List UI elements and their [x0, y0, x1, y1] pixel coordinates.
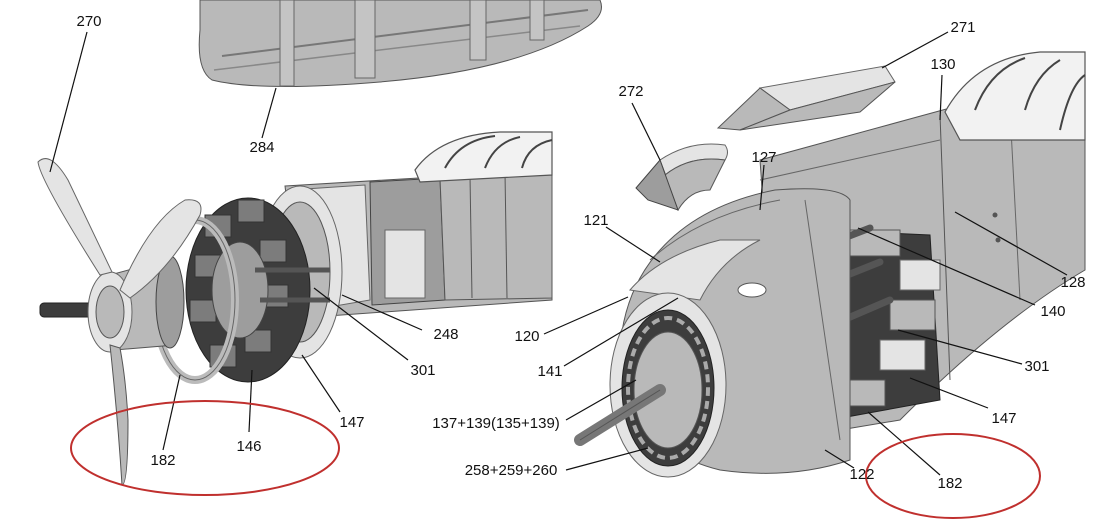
- highlight-oval-right: [865, 433, 1041, 519]
- right-cowl-front: [574, 292, 727, 478]
- callout-141: 141: [537, 363, 562, 380]
- callout-137-139: 137+139(135+139): [432, 415, 560, 432]
- callout-272: 272: [618, 83, 643, 100]
- left-canopy: [414, 131, 553, 183]
- callout-122: 122: [849, 466, 874, 483]
- wing-panel-part: [198, 0, 602, 88]
- callout-120: 120: [514, 328, 539, 345]
- callout-301-right: 301: [1024, 358, 1049, 375]
- callout-284: 284: [249, 139, 274, 156]
- left-fuselage-section: [284, 167, 553, 319]
- callout-140: 140: [1040, 303, 1065, 320]
- callout-130: 130: [930, 56, 955, 73]
- callout-labels: 270 284 248 301 147 182 146 271 272 130 …: [76, 13, 1085, 492]
- callout-182-right: 182: [937, 475, 962, 492]
- left-radial-engine: [185, 197, 330, 383]
- left-propeller-blades: [37, 158, 202, 486]
- callout-258-259-260: 258+259+260: [465, 462, 558, 479]
- callout-182-left: 182: [150, 452, 175, 469]
- right-canopy: [944, 51, 1086, 141]
- highlight-oval-left: [70, 400, 340, 496]
- callout-248: 248: [433, 326, 458, 343]
- callout-271: 271: [950, 19, 975, 36]
- right-hatch-272: [635, 143, 728, 212]
- callout-270: 270: [76, 13, 101, 30]
- right-hatch-271: [716, 65, 896, 131]
- callout-147-right: 147: [991, 410, 1016, 427]
- callout-146: 146: [236, 438, 261, 455]
- callout-121: 121: [583, 212, 608, 229]
- callout-301-left: 301: [410, 362, 435, 379]
- callout-128: 128: [1060, 274, 1085, 291]
- callout-127: 127: [751, 149, 776, 166]
- callout-147-left: 147: [339, 414, 364, 431]
- leader-lines: [49, 31, 1068, 476]
- left-propeller-hub: [39, 255, 185, 353]
